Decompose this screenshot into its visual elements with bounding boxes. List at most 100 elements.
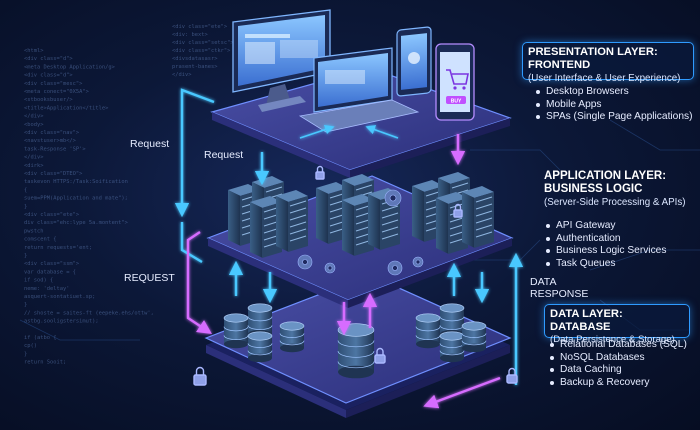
buy-button-label: BUY: [451, 99, 462, 105]
application-layer-title-line2: BUSINESS LOGIC: [544, 183, 643, 195]
database-cylinder: [247, 331, 273, 363]
lock-icons: [193, 165, 518, 386]
code-line: var database = {: [24, 269, 76, 275]
code-line: <divsdatasasr>: [172, 56, 218, 62]
code-line: <title>Application</title>: [24, 105, 109, 111]
request-label-lower: REQUEST: [124, 272, 175, 284]
code-line: taskevon HTTPS:/Task:Soification: [24, 179, 128, 185]
request-arrow-lower: [186, 231, 212, 334]
list-item: Business Logic Services: [546, 245, 666, 258]
code-line: comscent {: [24, 237, 56, 243]
code-line: {: [24, 187, 27, 193]
code-line: <div class="mesc">: [24, 81, 83, 87]
application-items: API Gateway Authentication Business Logi…: [546, 220, 666, 270]
code-line: return Sooit;: [24, 360, 66, 366]
list-item: Backup & Recovery: [550, 377, 687, 390]
database-cylinders: [223, 303, 487, 379]
server-racks: [228, 172, 494, 258]
gear-icons: [297, 189, 424, 276]
presentation-layer-title: PRESENTATION LAYER: FRONTEND: [528, 46, 658, 71]
server-rack: [462, 186, 494, 248]
request-label-outer: Request: [130, 138, 170, 150]
database-cylinder: [337, 323, 375, 379]
data-response-label: DATA RESPONSE: [530, 276, 588, 300]
background-code-left: <html> <div class="d"> <meta Desktop Appl…: [24, 48, 154, 366]
code-line: <stbooksbuser/>: [24, 97, 73, 103]
code-line: }: [24, 253, 27, 259]
code-line: pwstch: [24, 228, 43, 234]
list-item: Relational Databases (SQL): [550, 339, 687, 352]
request-arrow-outer-lower: [180, 222, 203, 264]
code-line: cp(): [24, 343, 37, 349]
presentation-layer-subtitle: (User Interface & User Experience): [528, 73, 681, 84]
code-line: <div class="ete">: [172, 24, 228, 30]
data-items: Relational Databases (SQL) NoSQL Databas…: [550, 339, 687, 389]
code-line: }: [24, 204, 27, 210]
code-line: </div>: [24, 155, 44, 161]
database-cylinder: [223, 313, 249, 349]
response-arrow-bottom: [423, 376, 501, 409]
code-line: div class="ehc:lype 5a.montent">: [24, 220, 129, 226]
application-layer-heading: APPLICATION LAYER: BUSINESS LOGIC (Serve…: [544, 170, 686, 209]
list-item: SPAs (Single Page Applications): [536, 111, 692, 124]
database-cylinder: [461, 321, 487, 353]
code-line: <div class="DTEO">: [24, 171, 83, 177]
data-response-line2: RESPONSE: [530, 288, 589, 300]
code-line: prasent-banes>: [172, 64, 218, 70]
code-line: </div>: [24, 114, 44, 120]
database-cylinder: [415, 313, 441, 349]
code-line: }: [24, 351, 27, 357]
request-label-inner: Request: [204, 149, 244, 161]
code-line: neme: 'deltay': [24, 286, 69, 292]
data-layer-box: DATA LAYER: DATABASE (Data Persistence &…: [544, 304, 690, 345]
database-cylinder: [439, 331, 465, 363]
code-line: return requests='ent;: [24, 245, 92, 251]
code-line: task-Response 'SP'>: [24, 146, 86, 152]
list-item: Data Caching: [550, 364, 687, 377]
list-item: Authentication: [546, 233, 666, 246]
code-line: <meta Desktop Application/g>: [24, 64, 116, 70]
code-line: <div class="ssm">: [24, 261, 80, 267]
code-line: <div class="nav">: [24, 130, 80, 136]
application-layer-subtitle: (Server-Side Processing & APIs): [544, 197, 686, 208]
application-layer-title-line1: APPLICATION LAYER:: [544, 170, 667, 182]
server-rack: [276, 190, 308, 252]
code-line: }: [24, 302, 27, 308]
code-line: <dirk>: [24, 163, 44, 169]
code-line: <meta conect="0X5A">: [24, 89, 90, 95]
data-layer-title: DATA LAYER: DATABASE: [550, 308, 623, 333]
data-response-line1: DATA: [530, 276, 557, 288]
presentation-items: Desktop Browsers Mobile Apps SPAs (Singl…: [536, 86, 692, 124]
code-line: <div class="d">: [24, 73, 73, 79]
data-layer-subtitle: (Data Persistence & Storage): [550, 334, 675, 345]
background-code-top: <div class="ete"> <div: bext> <div class…: [172, 24, 234, 78]
code-line: if (atbo {: [24, 335, 56, 341]
database-cylinder: [279, 321, 305, 353]
code-line: asquert-sontatiuet.sp;: [24, 294, 95, 300]
list-item: Desktop Browsers: [536, 86, 692, 99]
list-item: API Gateway: [546, 220, 666, 233]
code-line: </div>: [172, 72, 192, 78]
list-item: NoSQL Databases: [550, 352, 687, 365]
presentation-layer-box: PRESENTATION LAYER: FRONTEND (User Inter…: [522, 42, 694, 84]
code-line: astbg.sooligstersimut);: [24, 319, 99, 325]
list-item: Task Queues: [546, 258, 666, 271]
code-line: <div class="setsc">: [172, 40, 234, 46]
list-item: Mobile Apps: [536, 99, 692, 112]
code-line: suem=PPM(Application and mate");: [24, 196, 128, 202]
code-line: <div class="d">: [24, 56, 73, 62]
code-line: <div class="ete">: [24, 212, 80, 218]
flow-arrows: [174, 88, 524, 409]
code-line: <div: bext>: [172, 32, 208, 38]
code-line: <html>: [24, 48, 44, 54]
code-line: <div class="ctkr">: [172, 48, 231, 54]
code-line: if sod) {: [24, 278, 53, 284]
laptop-icon: [298, 47, 420, 133]
code-line: // shoste = saites-ft (eepeke.ehs/ottw',: [24, 310, 154, 316]
code-line: <body>: [24, 122, 44, 128]
request-arrow-outer: [174, 88, 215, 218]
code-line: <navstuser>mb</>: [24, 138, 77, 144]
smartphone-cart-icon: BUY: [435, 43, 475, 121]
tablet-icon: [396, 26, 432, 97]
